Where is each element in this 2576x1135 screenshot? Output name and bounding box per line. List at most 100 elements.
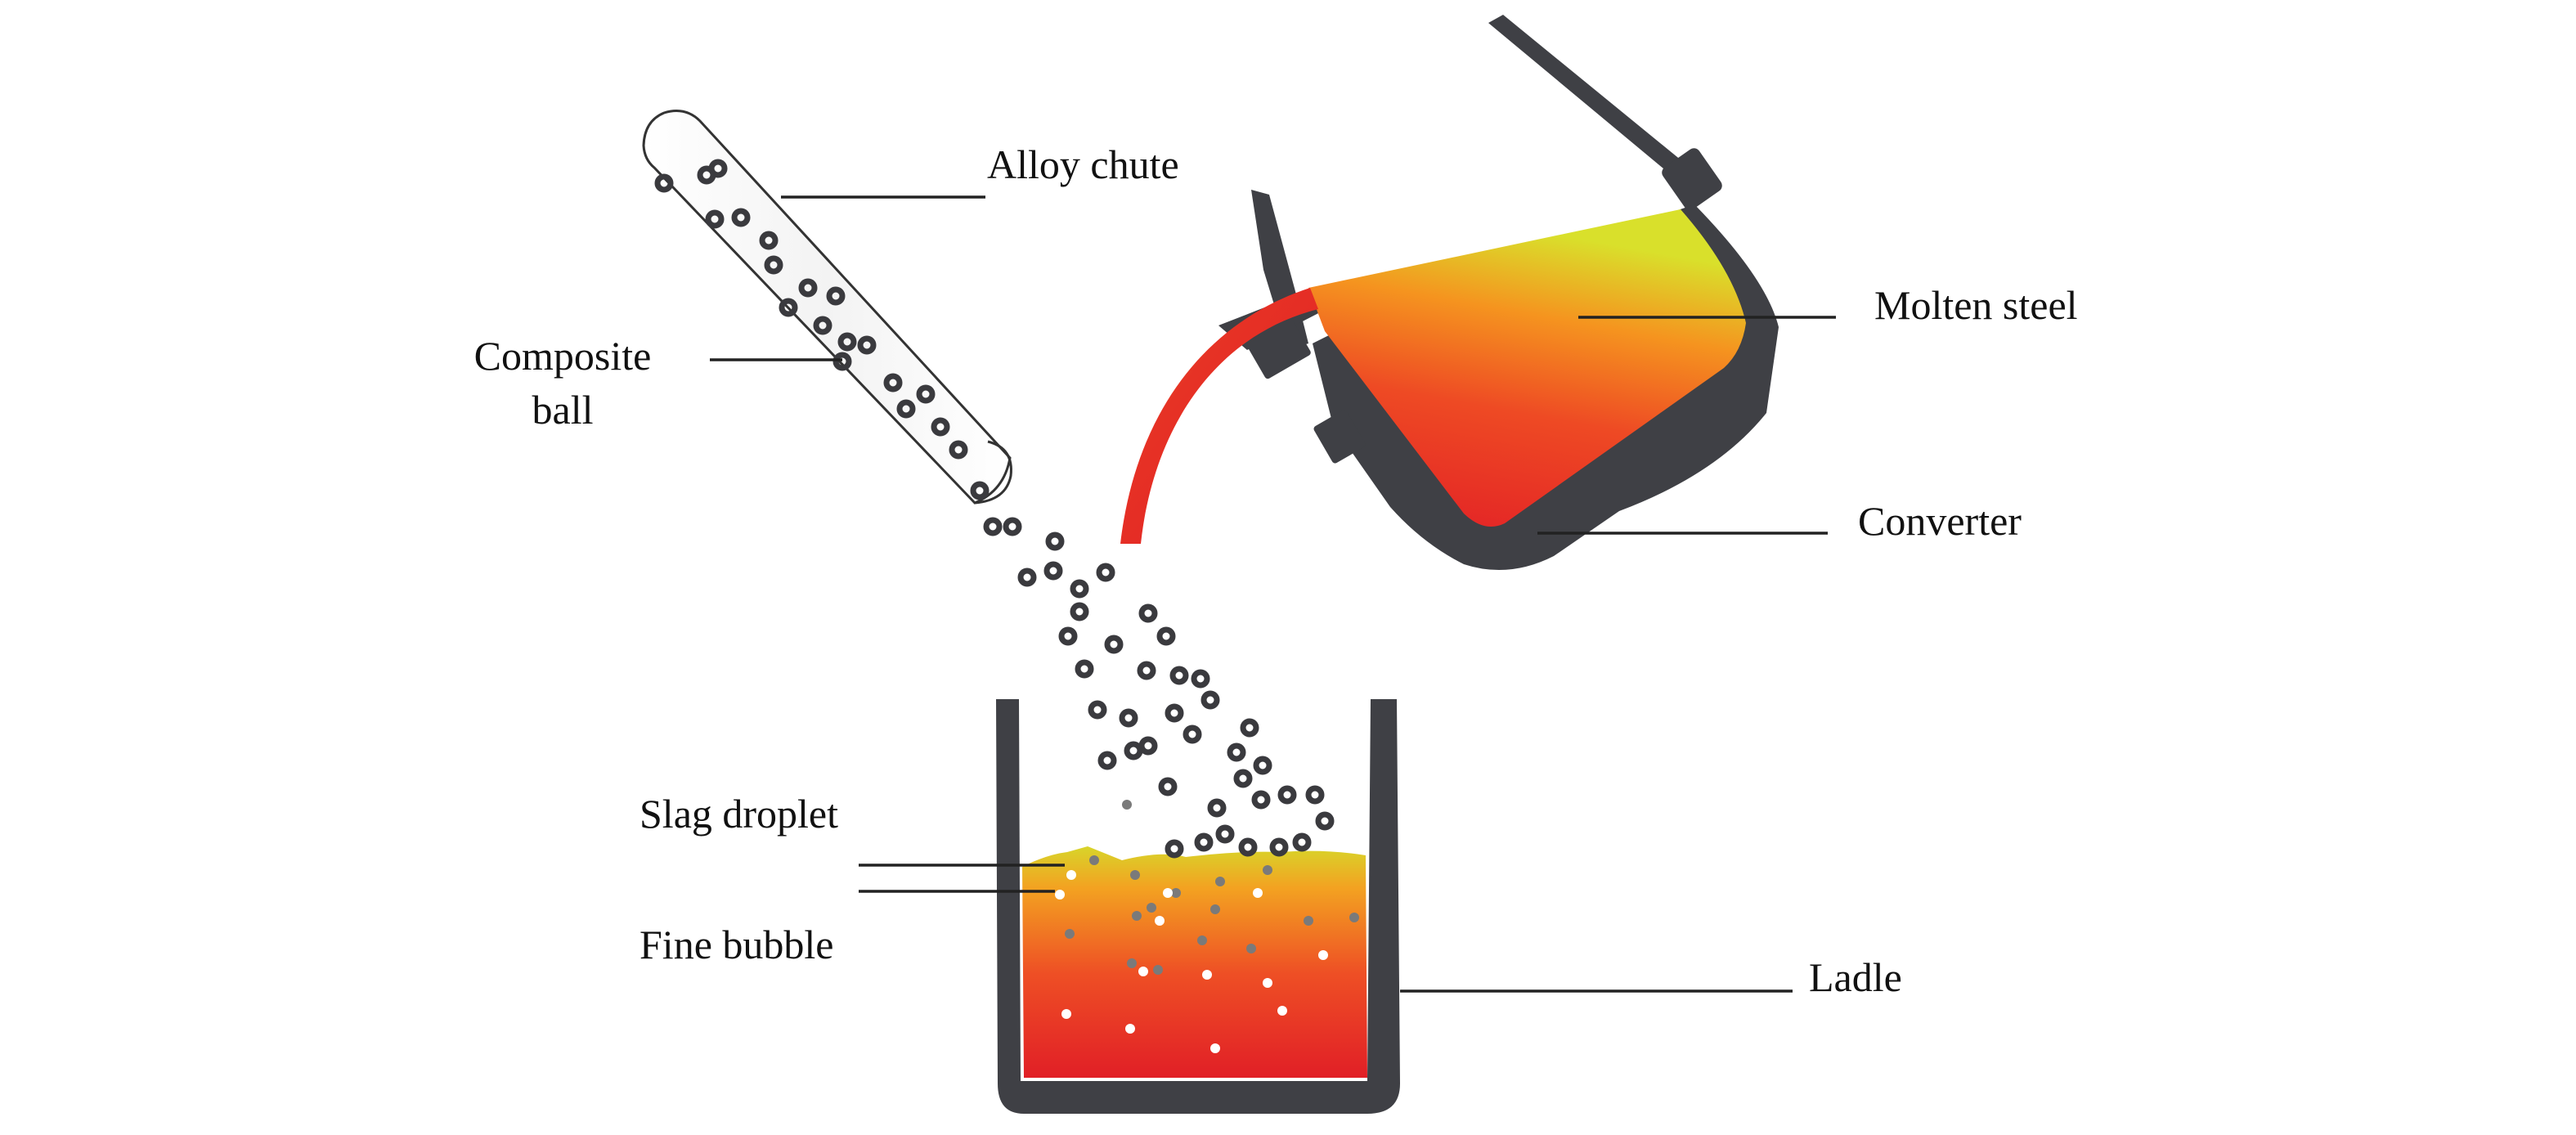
composite-ball	[1045, 532, 1065, 551]
composite-ball	[1137, 661, 1156, 680]
composite-ball	[1003, 517, 1022, 536]
composite-ball	[1070, 602, 1089, 621]
composite-ball	[708, 159, 728, 178]
composite-ball	[1194, 832, 1214, 852]
slag-droplet	[1122, 800, 1132, 810]
composite-ball	[883, 373, 903, 393]
composite-ball	[1251, 790, 1271, 810]
composite-ball	[1017, 568, 1037, 587]
composite-ball	[1238, 837, 1258, 857]
composite-ball	[705, 209, 725, 229]
composite-ball	[779, 298, 798, 317]
slag-droplet	[1130, 870, 1140, 880]
composite-ball	[916, 384, 936, 404]
label-converter: Converter	[1858, 498, 2022, 544]
fine-bubble	[1061, 1009, 1071, 1019]
composite-ball	[1183, 725, 1202, 744]
composite-ball	[1191, 669, 1210, 689]
composite-ball	[1156, 626, 1176, 646]
alloy-chute-opening	[974, 440, 1012, 505]
label-alloy-chute: Alloy chute	[987, 141, 1179, 187]
slag-droplet	[1210, 904, 1220, 914]
composite-ball	[1169, 666, 1189, 685]
composite-ball	[1138, 736, 1158, 756]
composite-ball	[1104, 635, 1124, 654]
composite-ball	[1158, 777, 1178, 796]
composite-ball	[1165, 839, 1184, 859]
composite-ball	[826, 286, 846, 306]
fine-bubble	[1163, 888, 1173, 898]
composite-ball	[1233, 769, 1253, 788]
composite-ball	[1097, 751, 1117, 770]
slag-droplet	[1171, 888, 1181, 898]
composite-balls	[654, 159, 1335, 859]
leader-lines	[710, 195, 1836, 993]
label-composite-ball-2: ball	[532, 387, 594, 433]
composite-ball	[764, 255, 783, 275]
slag-droplet	[1147, 903, 1156, 913]
composite-ball	[1292, 832, 1312, 852]
fine-bubble	[1066, 870, 1076, 880]
composite-ball	[949, 440, 968, 460]
slag-droplet	[1197, 935, 1207, 945]
composite-ball	[1207, 798, 1227, 818]
label-fine-bubble: Fine bubble	[640, 922, 833, 967]
composite-ball	[1240, 718, 1259, 738]
slag-droplet	[1153, 965, 1163, 975]
composite-ball	[654, 173, 674, 193]
fine-bubble	[1138, 967, 1148, 976]
label-molten-steel: Molten steel	[1874, 282, 2078, 328]
composite-ball	[857, 335, 877, 355]
slag-droplet	[1263, 865, 1272, 875]
label-composite-ball: Composite	[474, 333, 652, 379]
slag-droplet	[1246, 944, 1256, 953]
slag-droplet	[1304, 916, 1313, 926]
composite-ball	[1277, 785, 1297, 805]
fine-bubble	[1253, 888, 1263, 898]
composite-ball	[759, 231, 779, 250]
converter-bottom-stub	[1313, 410, 1366, 464]
fine-bubble	[1263, 978, 1272, 988]
slag-droplet	[1349, 913, 1359, 922]
composite-ball	[837, 332, 857, 352]
composite-ball	[1070, 579, 1089, 599]
composite-ball	[1253, 756, 1272, 775]
fine-bubble	[1318, 950, 1328, 960]
composite-ball	[1200, 690, 1220, 710]
fine-bubble	[1210, 1043, 1220, 1053]
slag-droplet	[1065, 929, 1075, 939]
composite-ball	[970, 481, 990, 500]
composite-ball	[1269, 837, 1289, 857]
pouring-stream	[1120, 288, 1318, 544]
composite-ball	[1124, 741, 1143, 760]
composite-ball	[1088, 700, 1107, 720]
composite-ball	[1119, 708, 1138, 728]
composite-ball	[1315, 811, 1335, 831]
slag-droplet	[1089, 855, 1099, 865]
converter-trunnion	[1662, 148, 1722, 210]
composite-ball	[1138, 603, 1158, 623]
slag-droplet	[1127, 958, 1137, 968]
composite-ball	[1043, 561, 1063, 581]
composite-ball	[1227, 742, 1246, 762]
composite-ball	[1096, 563, 1115, 582]
composite-ball	[1075, 659, 1094, 679]
slag-droplet	[1132, 911, 1142, 921]
fine-bubble	[1155, 916, 1165, 926]
ladle-particles	[1055, 800, 1359, 1053]
composite-ball	[1058, 626, 1078, 646]
composite-ball	[798, 278, 818, 298]
ladle	[996, 699, 1400, 1114]
converter-handle	[1488, 15, 1713, 201]
composite-ball	[813, 316, 832, 335]
composite-ball	[1215, 824, 1235, 844]
composite-ball	[1165, 703, 1184, 723]
composite-ball	[896, 399, 916, 419]
fine-bubble	[1125, 1024, 1135, 1034]
composite-ball	[931, 417, 950, 437]
composite-ball	[731, 208, 751, 227]
alloy-chute	[642, 110, 1012, 505]
composite-ball	[832, 352, 852, 371]
composite-ball	[983, 517, 1003, 536]
